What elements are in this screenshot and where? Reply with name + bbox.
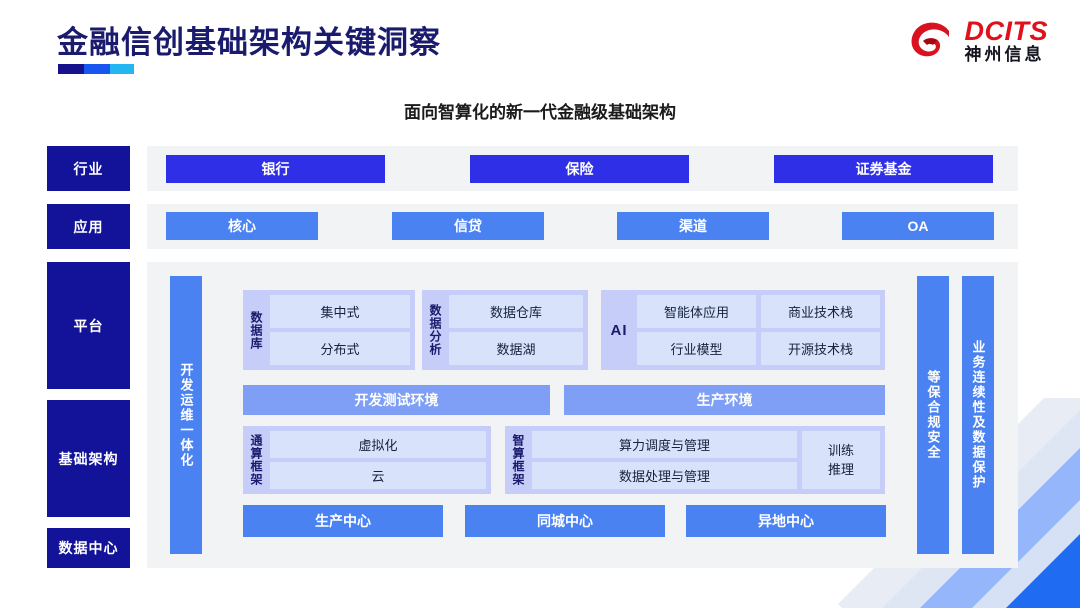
panel-ai: AI 智能体应用 商业技术栈 行业模型 开源技术栈: [601, 290, 885, 370]
application-chip-oa[interactable]: OA: [842, 212, 994, 240]
industry-chip-insurance[interactable]: 保险: [470, 155, 689, 183]
panel-analytics: 数据分析 数据仓库 数据湖: [422, 290, 588, 370]
panel-database: 数据库 集中式 分布式: [243, 290, 415, 370]
cell-database-distributed[interactable]: 分布式: [270, 332, 410, 365]
cell-ai-industry-model[interactable]: 行业模型: [637, 332, 756, 365]
logo-text-en: DCITS: [964, 16, 1048, 47]
cell-ai-opensource-stack[interactable]: 开源技术栈: [761, 332, 880, 365]
row-label-infrastructure: 基础架构: [47, 400, 130, 517]
panel-label-general-framework: 通算框架: [249, 434, 263, 486]
application-chip-core[interactable]: 核心: [166, 212, 318, 240]
cell-train-inference[interactable]: 训练 推理: [802, 431, 880, 489]
logo-text-cn: 神州信息: [964, 45, 1045, 65]
cell-compute-scheduling[interactable]: 算力调度与管理: [532, 431, 797, 458]
panel-label-database: 数据库: [249, 310, 263, 350]
title-underline-rule: [58, 64, 134, 74]
panel-label-analytics: 数据分析: [428, 304, 442, 356]
row-label-application: 应用: [47, 204, 130, 249]
cell-ai-agent-app[interactable]: 智能体应用: [637, 295, 756, 328]
cell-analytics-lake[interactable]: 数据湖: [449, 332, 583, 365]
panel-label-ai-framework: 智算框架: [511, 434, 525, 486]
application-chip-channel[interactable]: 渠道: [617, 212, 769, 240]
datacenter-metro[interactable]: 同城中心: [465, 505, 665, 537]
industry-chip-bank[interactable]: 银行: [166, 155, 385, 183]
datacenter-remote[interactable]: 异地中心: [686, 505, 886, 537]
environment-production[interactable]: 生产环境: [564, 385, 885, 415]
cell-cloud[interactable]: 云: [270, 462, 486, 489]
panel-label-ai: AI: [610, 321, 628, 339]
brand-logo: DCITS 神州信息: [906, 16, 1049, 66]
cell-analytics-warehouse[interactable]: 数据仓库: [449, 295, 583, 328]
cell-data-processing[interactable]: 数据处理与管理: [532, 462, 797, 489]
application-chip-credit[interactable]: 信贷: [392, 212, 544, 240]
environment-dev-test[interactable]: 开发测试环境: [243, 385, 550, 415]
cell-database-centralized[interactable]: 集中式: [270, 295, 410, 328]
devops-vertical-chip[interactable]: 开发运维一体化: [170, 276, 202, 554]
cell-ai-commercial-stack[interactable]: 商业技术栈: [761, 295, 880, 328]
row-label-platform: 平台: [47, 262, 130, 389]
row-label-datacenter: 数据中心: [47, 528, 130, 568]
right-column-compliance[interactable]: 等保合规安全: [917, 276, 949, 554]
page-title: 金融信创基础架构关键洞察: [57, 25, 441, 60]
diagram-subtitle: 面向智算化的新一代金融级基础架构: [404, 103, 676, 122]
right-column-continuity[interactable]: 业务连续性及数据保护: [962, 276, 994, 554]
swirl-logo-icon: [911, 22, 949, 57]
datacenter-production[interactable]: 生产中心: [243, 505, 443, 537]
panel-ai-framework: 智算框架 算力调度与管理 数据处理与管理 训练 推理: [505, 426, 885, 494]
row-label-industry: 行业: [47, 146, 130, 191]
industry-chip-securities[interactable]: 证券基金: [774, 155, 993, 183]
panel-general-framework: 通算框架 虚拟化 云: [243, 426, 491, 494]
cell-virtualization[interactable]: 虚拟化: [270, 431, 486, 458]
